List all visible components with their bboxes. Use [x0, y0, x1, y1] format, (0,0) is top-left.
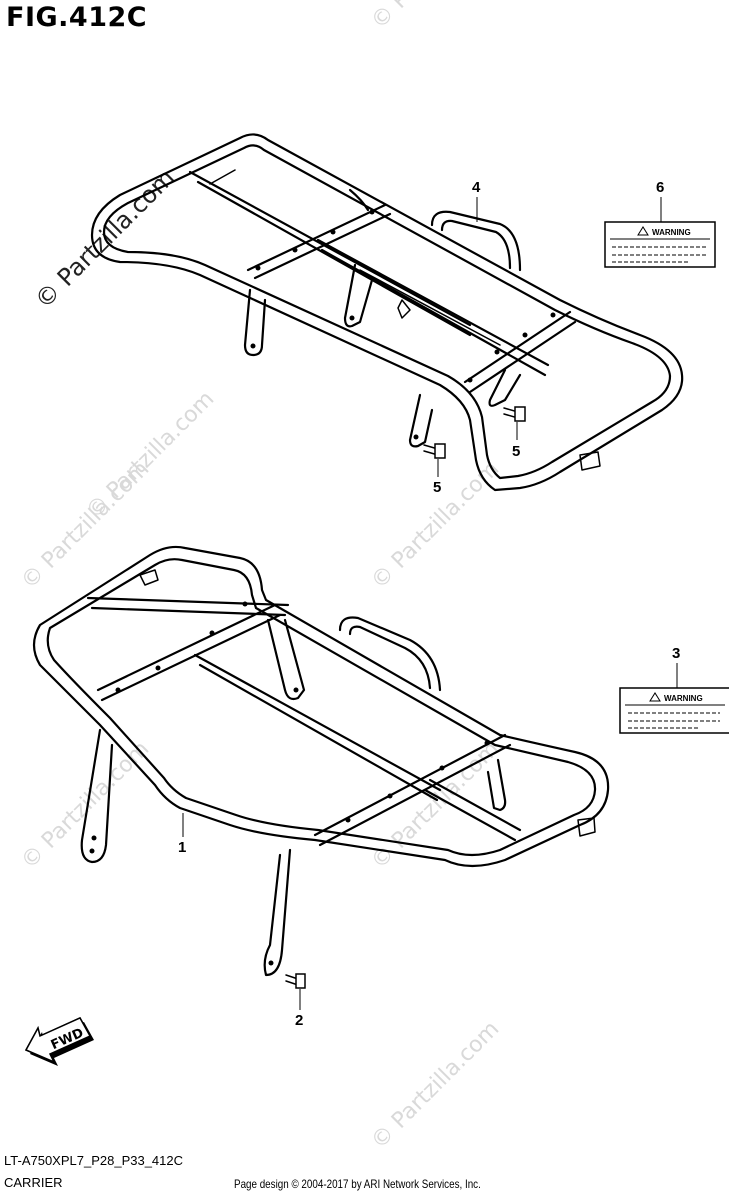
callout-4: 4: [472, 179, 481, 222]
callout-1: 1: [178, 813, 186, 856]
rear-carrier: [90, 133, 684, 492]
watermark-4: © Partzilla.com: [17, 737, 155, 875]
warning-label-6: WARNING: [604, 221, 716, 268]
warning-text-top: WARNING: [652, 228, 691, 237]
callout-5b: 5: [433, 459, 441, 496]
watermark-1: © Partzilla.com: [367, 0, 505, 34]
callout-6: 6: [656, 179, 664, 222]
watermark-7: © Partzilla.com: [82, 387, 220, 525]
bolt-5b: [423, 443, 446, 459]
callout-3: 3: [672, 645, 680, 688]
warning-label-3: WARNING: [619, 687, 729, 734]
callout-2: 2: [295, 989, 303, 1029]
svg-text:5: 5: [433, 479, 441, 496]
svg-text:3: 3: [672, 645, 680, 662]
diagram-name: CARRIER: [4, 1175, 63, 1190]
callout-5a: 5: [512, 422, 520, 460]
svg-text:1: 1: [178, 839, 186, 856]
bolt-5a: [503, 406, 526, 422]
front-carrier: [32, 545, 610, 989]
figure-title: FIG.412C: [6, 2, 148, 33]
svg-text:2: 2: [295, 1012, 303, 1029]
svg-text:4: 4: [472, 179, 481, 196]
copyright-notice: Page design © 2004-2017 by ARI Network S…: [234, 1177, 481, 1191]
svg-text:6: 6: [656, 179, 664, 196]
watermark-6: © Partzilla.com: [367, 1017, 505, 1155]
diagram-code: LT-A750XPL7_P28_P33_412C: [4, 1153, 184, 1168]
warning-text-bottom: WARNING: [664, 694, 703, 703]
bolt-2: [285, 973, 306, 989]
svg-text:5: 5: [512, 443, 520, 460]
fwd-arrow-icon: FWD: [24, 1017, 94, 1066]
